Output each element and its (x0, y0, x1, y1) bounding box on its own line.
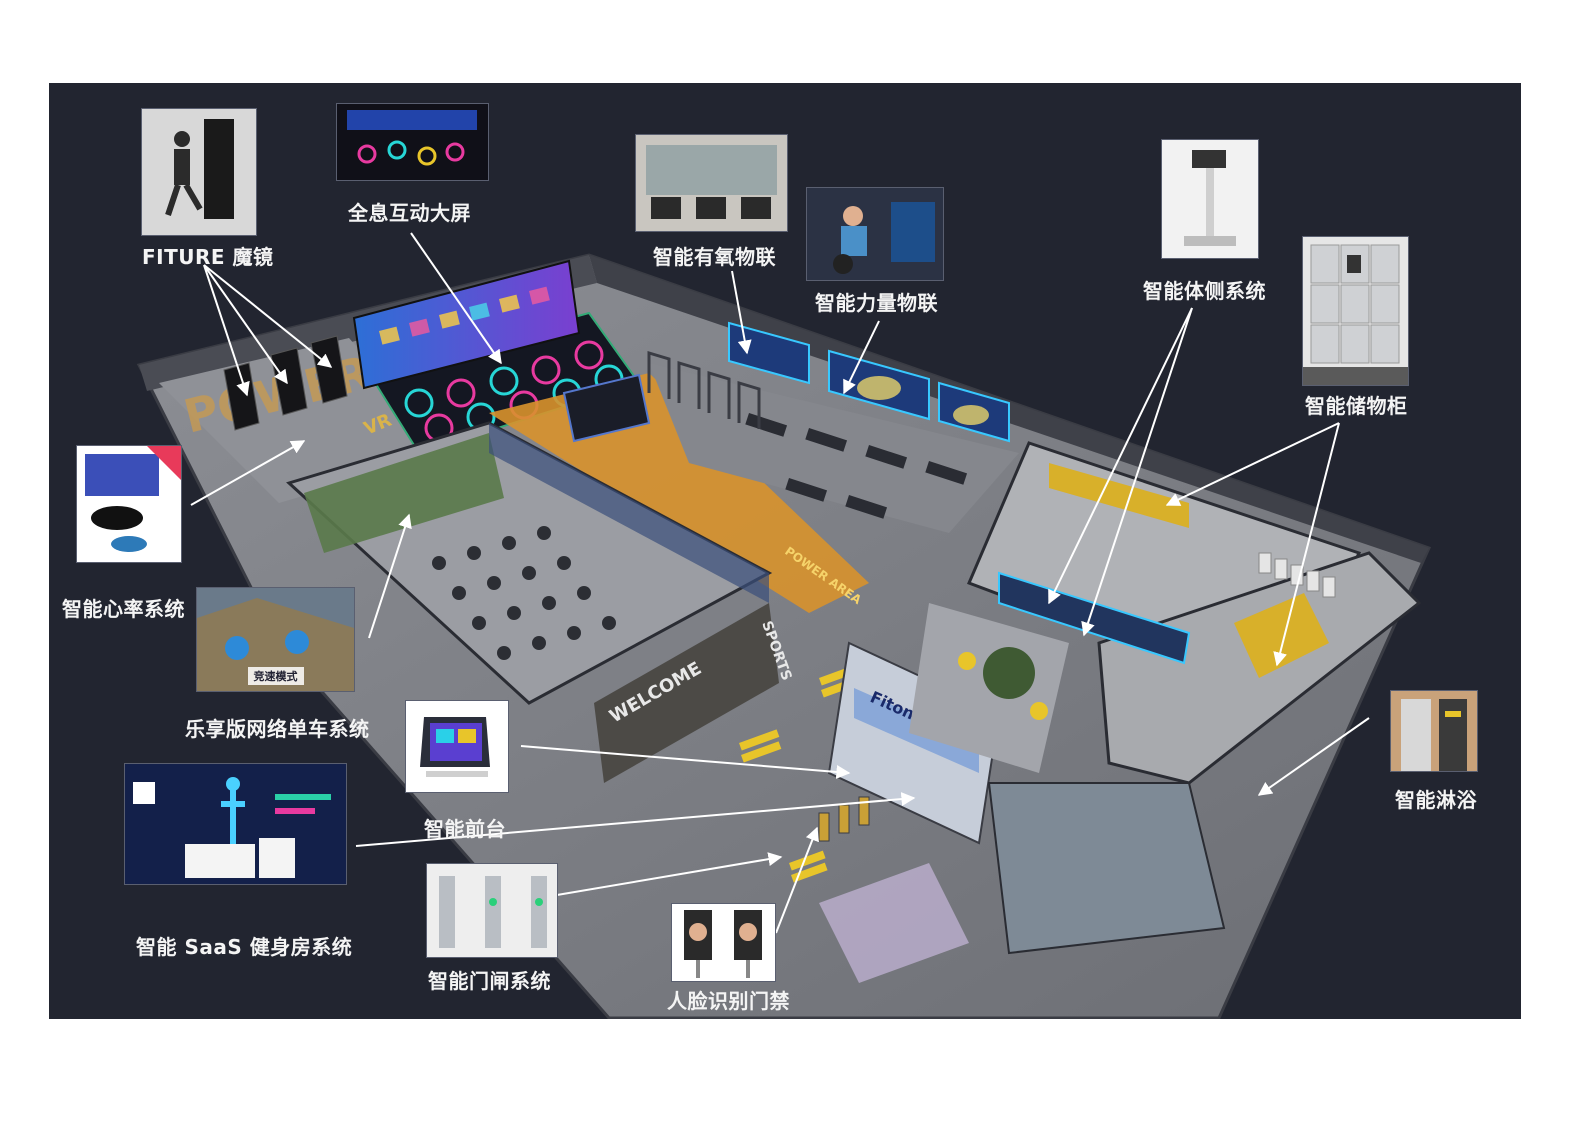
shower-yellow-floor (1234, 593, 1329, 678)
label-cardio: 智能有氧物联 (653, 245, 776, 269)
thumb-body-scanner (1161, 139, 1259, 259)
thumb-front-desk (405, 700, 509, 793)
strength-racks (647, 350, 761, 429)
hologram-wall-screen (352, 259, 581, 390)
label-bike: 乐享版网络单车系统 (185, 717, 370, 741)
bottom-gym (987, 782, 1226, 955)
thumb-turnstile-gate (426, 863, 558, 958)
label-body: 智能体侧系统 (1143, 279, 1266, 303)
locker-icon (1258, 552, 1336, 598)
thumb-face-recognition (671, 903, 776, 982)
label-locker: 智能储物柜 (1305, 394, 1408, 418)
label-saas: 智能 SaaS 健身房系统 (136, 935, 353, 959)
label-gate: 智能门闸系统 (428, 969, 551, 993)
label-hologram: 全息互动大屏 (348, 201, 471, 225)
thumb-fiture-mirror (141, 108, 257, 236)
label-shower: 智能淋浴 (1395, 788, 1477, 812)
thumb-saas-system (124, 763, 347, 885)
entrance-art (819, 863, 969, 983)
diagram-panel: POWER VR AREA POWER AREA (49, 83, 1521, 1019)
thumb-hologram-screen (336, 103, 489, 181)
thumb-shower (1390, 690, 1478, 772)
label-face: 人脸识别门禁 (667, 989, 790, 1013)
fiture-mirrors (223, 335, 348, 431)
label-heart: 智能心率系统 (62, 597, 185, 621)
bike-mode-tag: 竞速模式 (247, 667, 304, 685)
thumb-network-bike: 竞速模式 (196, 587, 355, 692)
locker-wall (1049, 463, 1189, 528)
label-fiture: FITURE 魔镜 (142, 245, 274, 269)
body-scan-wall (998, 571, 1191, 665)
lounge-tree (983, 647, 1035, 699)
hologram-tiles (379, 286, 550, 345)
thumb-strength (806, 187, 944, 281)
treadmill-icon (745, 413, 968, 519)
center-kiosk (562, 373, 651, 443)
cardio-screens (728, 321, 1010, 443)
gym-floorplan: POWER VR AREA POWER AREA (136, 232, 1432, 1019)
welcome-wall (594, 603, 779, 783)
glass-wall (489, 423, 769, 603)
bike-room-screen (304, 433, 504, 553)
thumb-smart-locker (1302, 236, 1409, 386)
label-strength: 智能力量物联 (815, 291, 938, 315)
thumb-cardio (635, 134, 788, 232)
bike-icon (432, 526, 616, 660)
thumb-heart-rate (76, 445, 182, 563)
label-front-desk: 智能前台 (424, 817, 506, 841)
arrow-icon (190, 232, 1370, 934)
